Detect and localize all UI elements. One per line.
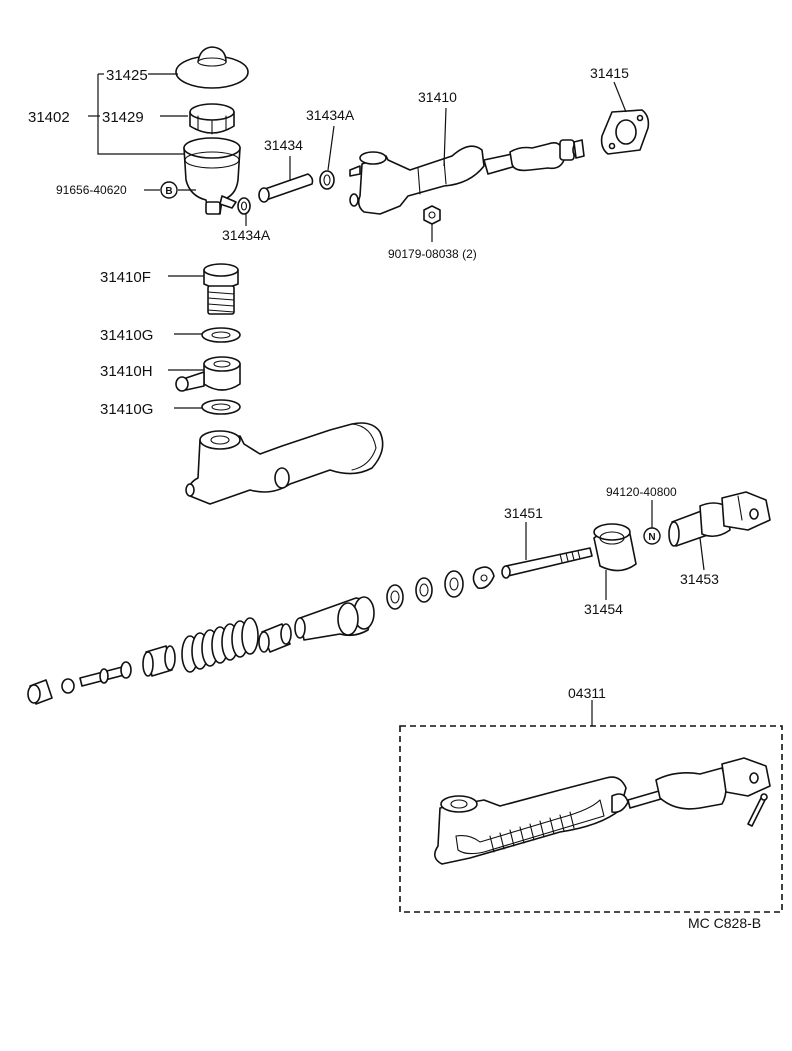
reservoir-hose bbox=[258, 173, 314, 203]
svg-text:B: B bbox=[165, 186, 172, 197]
spring-seat bbox=[142, 645, 176, 677]
cylinder-body bbox=[185, 422, 384, 505]
inlet-valve bbox=[61, 661, 132, 694]
label-31410g-bottom: 31410G bbox=[100, 401, 153, 418]
spring-retainer bbox=[258, 623, 292, 653]
leader-lines bbox=[88, 73, 705, 726]
label-31434a-bottom: 31434A bbox=[222, 227, 271, 243]
piston-stop bbox=[444, 570, 464, 598]
reservoir-cap bbox=[175, 46, 249, 89]
mounting-nut bbox=[423, 205, 441, 225]
hose-clamp-upper bbox=[319, 170, 335, 190]
union-bolt bbox=[203, 263, 239, 315]
label-31451: 31451 bbox=[504, 505, 543, 521]
cup-a bbox=[415, 577, 433, 603]
assembled-master-cylinder bbox=[434, 757, 771, 865]
reservoir-tank bbox=[183, 137, 241, 215]
label-31410: 31410 bbox=[418, 89, 457, 105]
label-31415: 31415 bbox=[590, 65, 629, 81]
return-spring bbox=[181, 617, 259, 673]
label-31410g-top: 31410G bbox=[100, 327, 153, 344]
badge-n: N bbox=[643, 527, 661, 545]
cotter-pin bbox=[747, 793, 768, 827]
hose-clamp-lower bbox=[237, 197, 251, 215]
label-31454: 31454 bbox=[584, 601, 623, 617]
label-91656-40620: 91656-40620 bbox=[56, 183, 127, 197]
label-94120-40800: 94120-40800 bbox=[606, 485, 677, 499]
label-90179-08038: 90179-08038 (2) bbox=[388, 247, 477, 261]
svg-text:N: N bbox=[648, 532, 655, 543]
label-31434a-top: 31434A bbox=[306, 107, 355, 123]
reservoir-filter bbox=[189, 103, 235, 135]
label-31402: 31402 bbox=[28, 109, 70, 126]
gasket-plate bbox=[600, 109, 650, 155]
clevis bbox=[668, 491, 771, 547]
label-31410f: 31410F bbox=[100, 269, 151, 286]
valve-cap bbox=[27, 679, 53, 705]
label-31453: 31453 bbox=[680, 571, 719, 587]
badge-b: B bbox=[160, 181, 178, 199]
assembly-box bbox=[399, 725, 783, 913]
label-31425: 31425 bbox=[106, 67, 148, 84]
retaining-ring bbox=[472, 566, 495, 590]
boot bbox=[593, 523, 637, 572]
piston bbox=[294, 596, 375, 641]
diagram-code: MC C828-B bbox=[688, 915, 761, 931]
label-31429: 31429 bbox=[102, 109, 144, 126]
label-31410h: 31410H bbox=[100, 363, 153, 380]
gasket-lower bbox=[201, 399, 241, 415]
label-04311: 04311 bbox=[568, 685, 606, 701]
master-cylinder-assembly bbox=[349, 139, 585, 215]
label-31434: 31434 bbox=[264, 137, 303, 153]
gasket-upper bbox=[201, 327, 241, 343]
cup-b bbox=[386, 584, 404, 610]
push-rod bbox=[501, 547, 593, 579]
union-fitting bbox=[175, 356, 241, 392]
